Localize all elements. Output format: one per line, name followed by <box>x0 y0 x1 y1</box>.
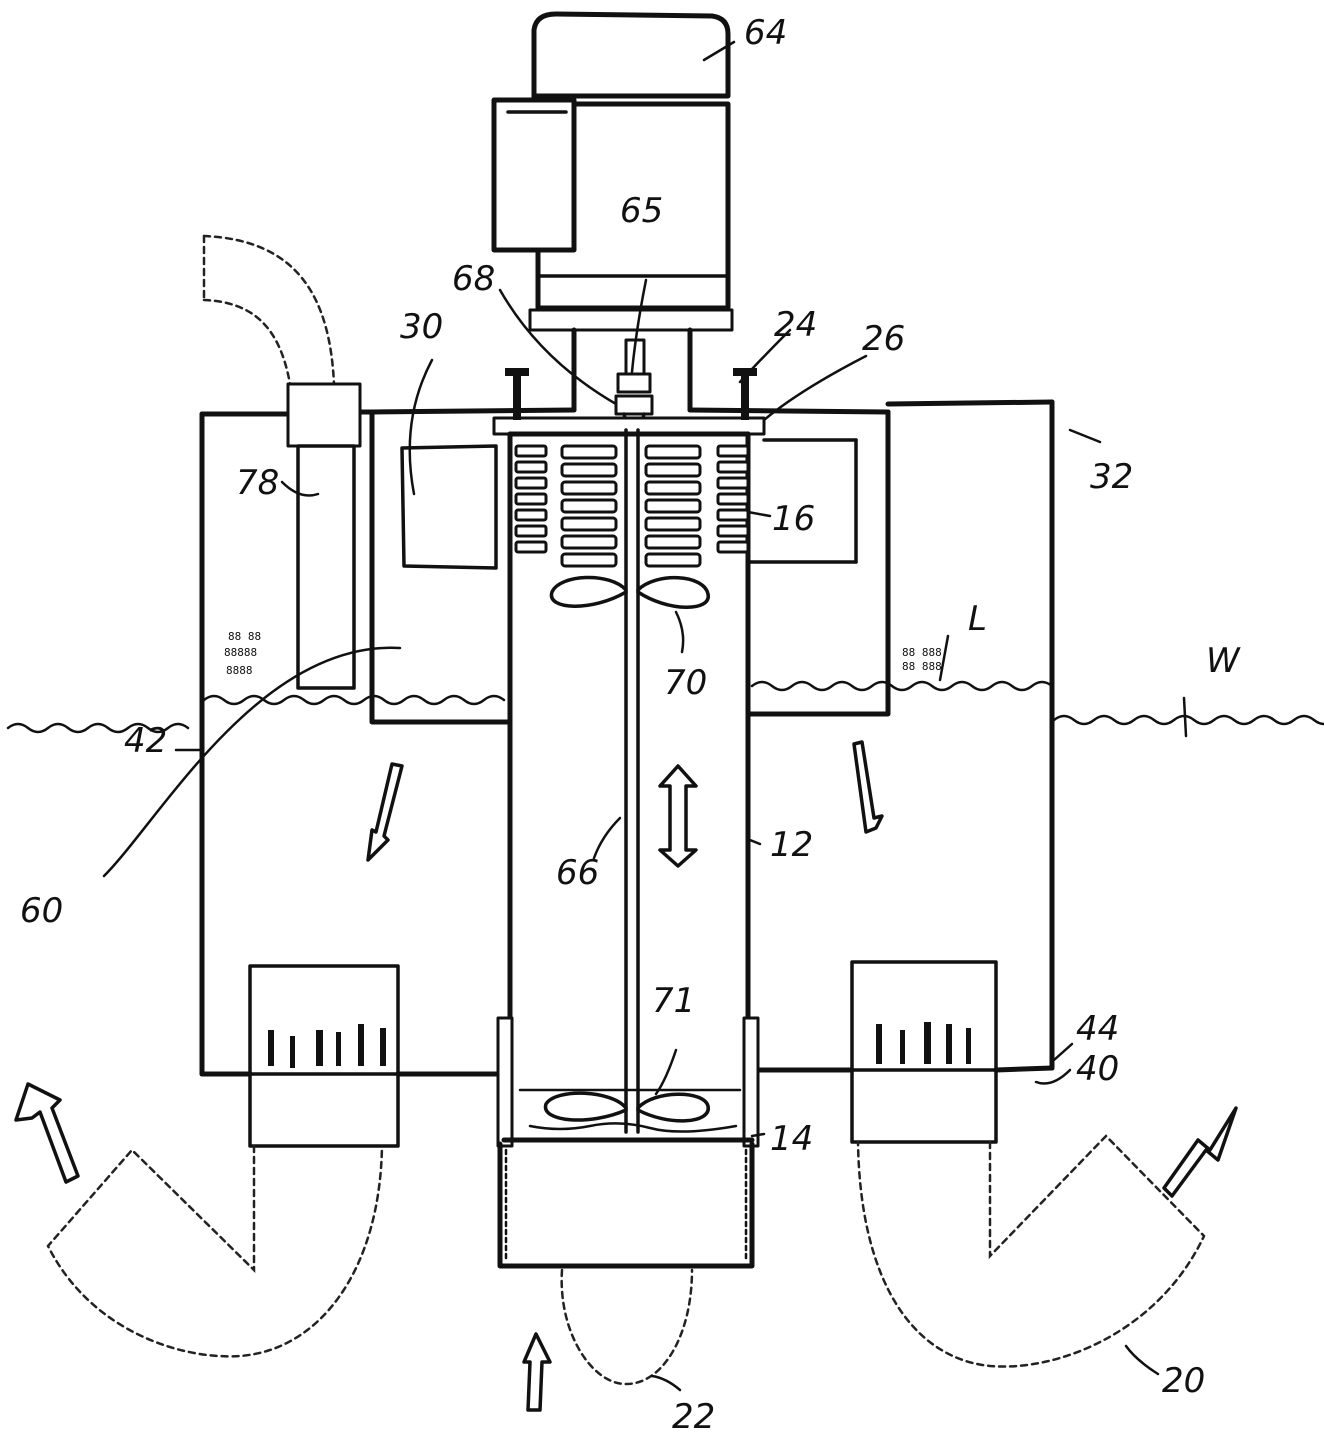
label-65: 65 <box>620 191 663 231</box>
label-42: 42 <box>124 721 167 761</box>
label-60: 60 <box>20 891 63 931</box>
bolts <box>505 368 757 420</box>
label-14: 14 <box>770 1119 813 1159</box>
svg-text:88 888: 88 888 <box>902 646 942 659</box>
label-68: 68 <box>452 259 495 299</box>
flow-arrows <box>14 740 1238 1412</box>
inner-chamber <box>369 409 891 725</box>
arrow-out-right <box>1162 1106 1238 1198</box>
vent-pipe-78 <box>202 234 362 690</box>
label-70: 70 <box>664 663 707 703</box>
right-discharge-nozzle-20 <box>850 960 1206 1368</box>
label-71: 71 <box>652 981 695 1021</box>
lower-impeller-71 <box>518 1088 742 1133</box>
label-44: 44 <box>1076 1009 1119 1049</box>
arrow-down-left <box>366 762 404 862</box>
label-64: 64 <box>744 13 787 53</box>
label-30: 30 <box>400 307 443 347</box>
label-W: W <box>1206 641 1241 681</box>
label-66: 66 <box>556 853 599 893</box>
water-surface-lines: 88 88 88888 8888 88 888 88 888 <box>6 630 1324 734</box>
label-40: 40 <box>1076 1049 1119 1089</box>
label-L: L <box>968 599 987 639</box>
shaft-66 <box>624 428 640 1134</box>
svg-text:8888: 8888 <box>226 664 253 677</box>
leader-lines <box>102 40 1188 1392</box>
arrow-down-right <box>852 740 884 834</box>
arrow-in-bottom <box>522 1332 552 1412</box>
label-26: 26 <box>862 319 905 359</box>
label-32: 32 <box>1090 457 1133 497</box>
svg-text:88888: 88888 <box>224 646 257 659</box>
arrow-up-center <box>658 764 698 868</box>
upper-impeller-70 <box>549 575 710 609</box>
left-discharge-nozzle <box>46 964 400 1358</box>
label-20: 20 <box>1162 1361 1205 1401</box>
label-22: 22 <box>672 1397 715 1437</box>
motor-64 <box>491 11 734 413</box>
label-16: 16 <box>772 499 815 539</box>
svg-text:88 88: 88 88 <box>228 630 261 643</box>
coil-stacks-16 <box>514 444 750 568</box>
top-plate-24 <box>369 368 891 437</box>
outer-tank-32 <box>199 399 1055 1077</box>
label-24: 24 <box>774 305 817 345</box>
label-78: 78 <box>236 463 279 503</box>
arrow-out-left <box>14 1082 80 1184</box>
label-12: 12 <box>770 825 813 865</box>
bottom-collar-14 <box>497 1141 755 1386</box>
svg-text:88 888: 88 888 <box>902 660 942 673</box>
reference-labels: 64 65 68 24 26 30 32 78 16 70 L W 42 60 … <box>20 13 1241 1437</box>
